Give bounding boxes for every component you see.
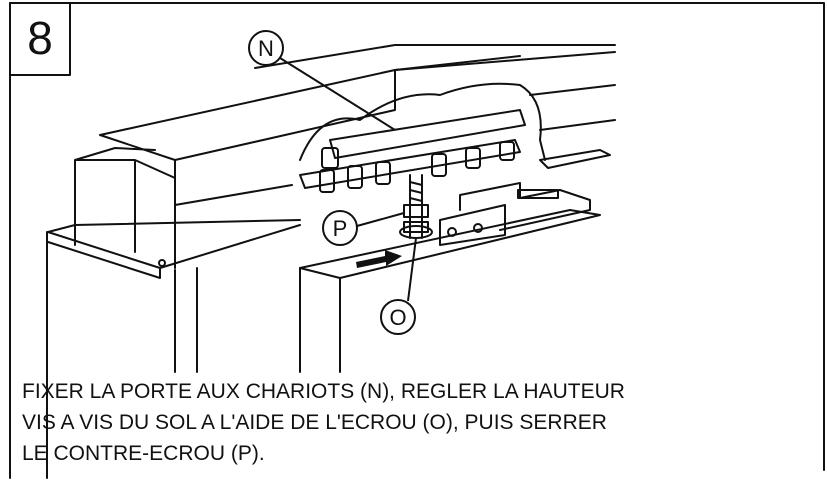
- track-beam: [99, 51, 616, 206]
- door-top: [299, 209, 601, 279]
- rail-right: [539, 149, 611, 169]
- step-number-box: [9, 2, 71, 76]
- caption-line-2: VIS A VIS DU SOL A L'AIDE DE L'ECROU (O)…: [22, 411, 607, 434]
- frame-border: [9, 2, 825, 479]
- callout-o-label: O: [389, 305, 406, 330]
- carriage-rail: [299, 139, 521, 189]
- callout-o-leader: [407, 237, 417, 302]
- wheel: [375, 161, 391, 185]
- callout-n-leader: [279, 57, 396, 131]
- bracket-right: [459, 182, 591, 231]
- caption-line-1: FIXER LA PORTE AUX CHARIOTS (N), REGLER …: [22, 380, 625, 403]
- wheel: [499, 141, 515, 161]
- callout-p-label: P: [333, 216, 348, 241]
- lock-nut: [403, 204, 429, 218]
- carriage-body: [329, 109, 526, 159]
- track-line-right2: [539, 119, 616, 131]
- track-beam-top: [254, 44, 616, 71]
- bracket-box: [74, 147, 176, 269]
- door-face: [299, 267, 341, 373]
- callout-o-circle: [380, 299, 416, 335]
- instruction-caption: FIXER LA PORTE AUX CHARIOTS (N), REGLER …: [22, 376, 802, 469]
- wheel: [465, 147, 481, 169]
- beam-cutaway: [299, 82, 546, 161]
- plate-hole: [473, 223, 483, 233]
- wheel: [347, 165, 363, 189]
- wheel: [431, 153, 447, 177]
- rod-thread: [409, 181, 423, 202]
- callout-n-circle: [248, 30, 284, 66]
- wheel: [319, 169, 335, 193]
- track-line-right: [529, 84, 616, 96]
- caption-line-3: LE CONTRE-ECROU (P).: [22, 442, 265, 465]
- callout-n-label: N: [258, 36, 274, 61]
- callout-p-leader: [356, 212, 405, 227]
- bracket-slot: [517, 189, 559, 199]
- adjusting-nut-body: [403, 221, 429, 233]
- arrow-icon: [356, 250, 402, 268]
- plate-hole: [447, 227, 457, 237]
- door-plate: [439, 204, 506, 246]
- carriage-bolt: [321, 147, 339, 169]
- step-number: 8: [27, 12, 53, 64]
- rail-hole: [158, 259, 166, 267]
- callout-p-circle: [322, 210, 358, 246]
